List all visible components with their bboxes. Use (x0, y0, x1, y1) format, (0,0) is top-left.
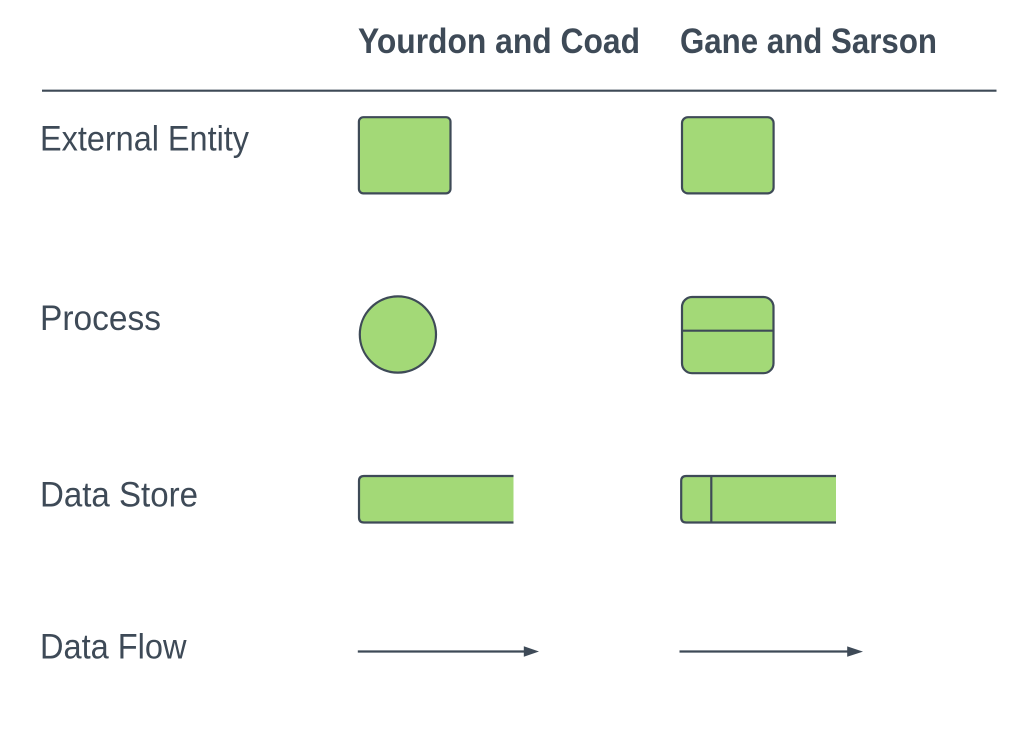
svg-text:Data Store: Data Store (40, 476, 198, 515)
svg-text:Process: Process (40, 299, 161, 338)
svg-text:External Entity: External Entity (40, 120, 249, 159)
svg-text:Data Flow: Data Flow (40, 628, 187, 667)
svg-text:Yourdon and Coad: Yourdon and Coad (358, 22, 640, 61)
svg-text:Gane and Sarson: Gane and Sarson (680, 22, 937, 61)
